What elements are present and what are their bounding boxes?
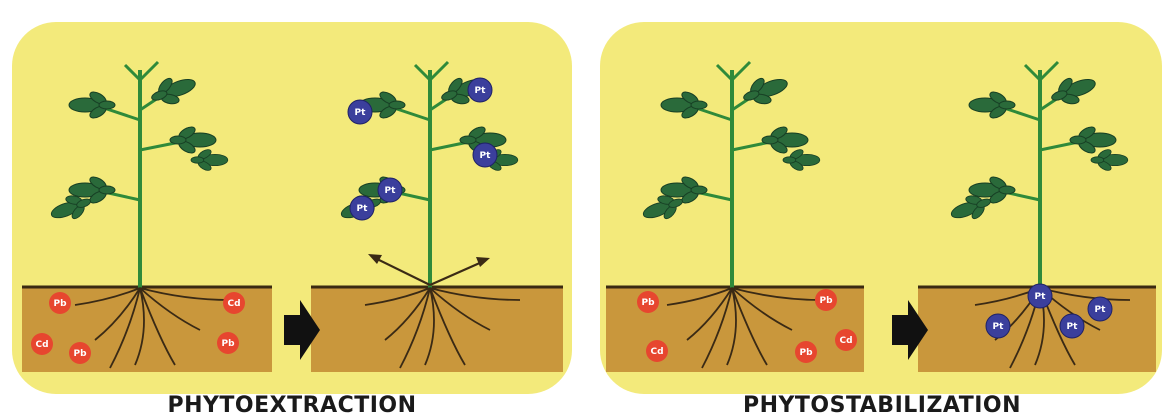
metal-ion: Pb (815, 289, 837, 311)
panel-phytoextraction: Pb Cd Pb Cd Pb (12, 22, 572, 418)
svg-text:Pt: Pt (480, 151, 492, 161)
metal-ion: Pt (1088, 297, 1112, 321)
metal-ion: Pb (69, 342, 91, 364)
metal-ion: Pt (473, 143, 497, 167)
metal-ion: Pt (1060, 314, 1084, 338)
metal-ion: Cd (646, 340, 668, 362)
svg-text:Pt: Pt (1035, 292, 1047, 302)
svg-text:Cd: Cd (839, 336, 852, 346)
metal-ion: Pb (217, 332, 239, 354)
svg-text:Cd: Cd (650, 347, 663, 357)
soil-block-after (311, 286, 563, 372)
metal-ion: Pt (468, 78, 492, 102)
metal-ion: Cd (31, 333, 53, 355)
metal-ion: Pt (348, 100, 372, 124)
svg-text:Pb: Pb (799, 348, 813, 358)
svg-text:Pb: Pb (221, 339, 235, 349)
svg-text:Pt: Pt (993, 322, 1005, 332)
metal-ion: Pt (1028, 284, 1052, 308)
svg-text:Pt: Pt (355, 108, 367, 118)
metal-ion: Pb (795, 341, 817, 363)
caption-phytoextraction: PHYTOEXTRACTION (167, 393, 416, 418)
svg-text:Pb: Pb (53, 299, 67, 309)
caption-phytostabilization: PHYTOSTABILIZATION (743, 393, 1021, 418)
svg-text:Pb: Pb (819, 296, 833, 306)
svg-text:Cd: Cd (35, 340, 48, 350)
svg-text:Pb: Pb (641, 298, 655, 308)
svg-text:Cd: Cd (227, 299, 240, 309)
panel-phytostabilization: Pb Cd Pb Cd Pb (600, 22, 1162, 418)
svg-text:Pt: Pt (1095, 305, 1107, 315)
metal-ion: Pb (49, 292, 71, 314)
metal-ion: Pb (637, 291, 659, 313)
svg-text:Pt: Pt (385, 186, 397, 196)
metal-ion: Cd (835, 329, 857, 351)
metal-ion: Pt (350, 196, 374, 220)
metal-ion: Cd (223, 292, 245, 314)
svg-text:Pb: Pb (73, 349, 87, 359)
metal-ion: Pt (378, 178, 402, 202)
svg-text:Pt: Pt (357, 204, 369, 214)
metal-ion: Pt (986, 314, 1010, 338)
svg-text:Pt: Pt (1067, 322, 1079, 332)
svg-text:Pt: Pt (475, 86, 487, 96)
